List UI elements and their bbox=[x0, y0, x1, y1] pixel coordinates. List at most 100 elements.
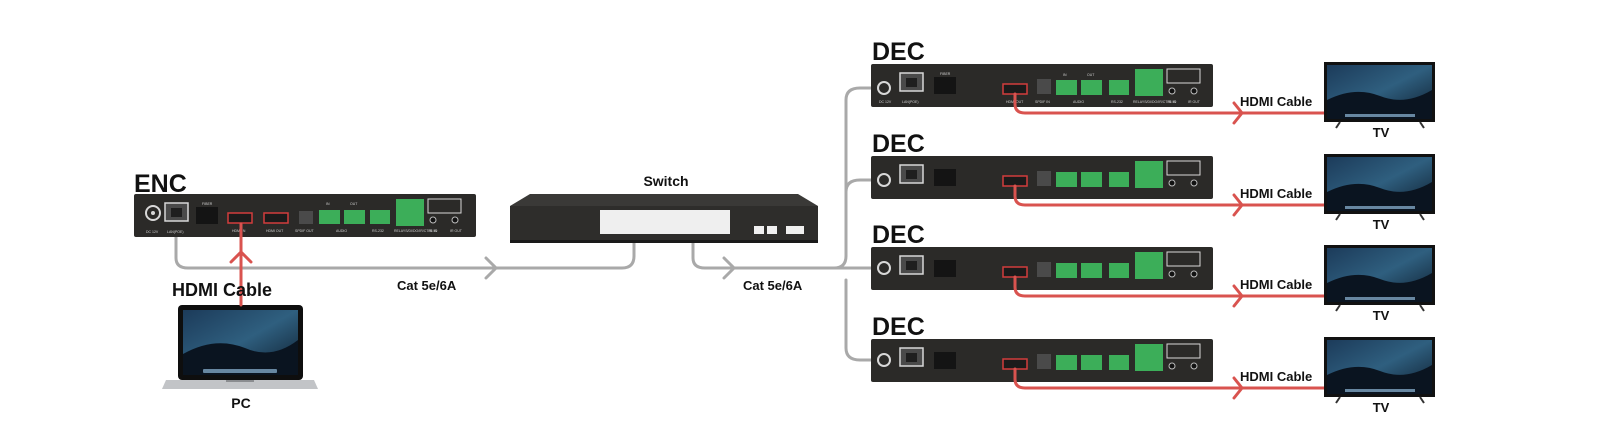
switch-title: Switch bbox=[643, 173, 688, 189]
decoder-spdif-port bbox=[1037, 354, 1051, 369]
pc-laptop bbox=[162, 305, 318, 389]
decoder-title: DEC bbox=[872, 313, 925, 341]
encoder-audio-out-terminal bbox=[344, 210, 365, 224]
decoder-hdmi-cable bbox=[1013, 92, 1328, 125]
decoder-hdmi-cable-arrow bbox=[1232, 284, 1244, 308]
decoder-hdmi-cable-label: HDMI Cable bbox=[1240, 186, 1312, 201]
decoder-rs232-terminal bbox=[1109, 355, 1129, 370]
decoder-spdif-port bbox=[1037, 262, 1051, 277]
dec-bus bbox=[832, 86, 886, 362]
decoder-rs232-terminal bbox=[1109, 263, 1129, 278]
encoder-spdif-port bbox=[299, 211, 313, 224]
tv-label: TV bbox=[1373, 217, 1390, 232]
tv-label: TV bbox=[1373, 125, 1390, 140]
decoder-port-label-ir-out: IR OUT bbox=[1188, 100, 1201, 104]
switch-port-bank bbox=[600, 210, 730, 234]
network-switch bbox=[510, 194, 818, 243]
cable-label-right: Cat 5e/6A bbox=[743, 278, 803, 293]
decoder-fiber-port bbox=[934, 260, 956, 277]
switch-uplink-port-1 bbox=[754, 226, 764, 234]
encoder-port-label-spdif: SPDIF OUT bbox=[295, 229, 315, 233]
pc-hdmi-cable bbox=[229, 222, 253, 307]
decoder-io-block bbox=[1166, 343, 1201, 359]
decoder-hdmi-cable-arrow bbox=[1232, 193, 1244, 217]
encoder-port-label-hdmi-out: HDMI OUT bbox=[266, 229, 284, 233]
encoder-port-label-dc: DC 12V bbox=[146, 230, 159, 234]
decoder-port-label-relay: RELAYS/DI/DO/IR/CTRL IO bbox=[1133, 100, 1177, 104]
decoder-hdmi-cable-arrow bbox=[1232, 376, 1244, 400]
enc-to-switch-cable bbox=[174, 220, 636, 270]
decoder-rs232-terminal bbox=[1109, 172, 1129, 187]
encoder-title: ENC bbox=[134, 170, 187, 198]
decoder-audio-out-label: OUT bbox=[1087, 73, 1095, 77]
encoder-relay-terminal bbox=[396, 199, 424, 226]
decoder-fiber-port bbox=[934, 77, 956, 94]
decoder-relay-terminal bbox=[1135, 69, 1163, 96]
decoder-port-label-audio: AUDIO bbox=[1073, 100, 1084, 104]
decoder-relay-terminal bbox=[1135, 252, 1163, 279]
tv-label: TV bbox=[1373, 308, 1390, 323]
cable-label-left: Cat 5e/6A bbox=[397, 278, 457, 293]
decoder-hdmi-cable-label: HDMI Cable bbox=[1240, 94, 1312, 109]
decoder-device bbox=[871, 339, 1213, 382]
decoder-port-label-spdif: SPDIF IN bbox=[1035, 100, 1050, 104]
tv-label: TV bbox=[1373, 400, 1390, 415]
enc-cable-arrow bbox=[484, 256, 499, 280]
encoder-port-label-lan: LAN(POE) bbox=[167, 230, 184, 234]
decoder-hdmi-cable bbox=[1013, 184, 1328, 217]
encoder-port-label-audio: AUDIO bbox=[336, 229, 347, 233]
decoder-port-label-fiber: FIBER bbox=[940, 72, 951, 76]
decoder-audio-in-terminal bbox=[1056, 355, 1077, 370]
encoder-port-label-rs232: RS-232 bbox=[372, 229, 384, 233]
decoder-audio-in-terminal bbox=[1056, 263, 1077, 278]
encoder-audio-in-terminal bbox=[319, 210, 340, 224]
decoder-hdmi-cable bbox=[1013, 275, 1328, 308]
laptop-base bbox=[162, 380, 318, 389]
decoder-port-label-rs232: RS-232 bbox=[1111, 100, 1123, 104]
decoder-io-block bbox=[1166, 160, 1201, 176]
decoder-rs232-terminal bbox=[1109, 80, 1129, 95]
decoder-relay-terminal bbox=[1135, 161, 1163, 188]
encoder-io-block bbox=[427, 198, 462, 214]
decoder-hdmi-cable bbox=[1013, 367, 1328, 400]
encoder-port-label-ir-out: IR OUT bbox=[450, 229, 463, 233]
switch-uplink-port-3 bbox=[786, 226, 804, 234]
decoder-port-label-dc: DC 12V bbox=[879, 100, 892, 104]
decoder-audio-in-label: IN bbox=[1063, 73, 1067, 77]
encoder-audio-in-label: IN bbox=[326, 202, 330, 206]
decoder-audio-out-terminal bbox=[1081, 263, 1102, 278]
encoder-hdmi-out-port bbox=[263, 212, 289, 224]
decoder-spdif-port bbox=[1037, 79, 1051, 94]
decoder-io-block bbox=[1166, 251, 1201, 267]
decoder-audio-out-terminal bbox=[1081, 355, 1102, 370]
encoder-dc-jack bbox=[145, 205, 161, 221]
decoder-device bbox=[871, 247, 1213, 290]
switch-to-dec-cable bbox=[691, 220, 836, 270]
decoder-hdmi-cable-label: HDMI Cable bbox=[1240, 277, 1312, 292]
decoder-io-block bbox=[1166, 68, 1201, 84]
encoder-audio-out-label: OUT bbox=[350, 202, 358, 206]
decoder-lan-link bbox=[877, 81, 891, 95]
decoder-lan-link bbox=[877, 353, 891, 367]
pc-hdmi-cable-arrow bbox=[229, 249, 253, 264]
decoder-row-2: DEC HDMI Cable bbox=[871, 130, 1435, 232]
decoder-audio-out-terminal bbox=[1081, 172, 1102, 187]
decoder-row-3: DEC HDMI Cable bbox=[871, 221, 1435, 323]
encoder-fiber-port bbox=[196, 207, 218, 224]
decoder-spdif-port bbox=[1037, 171, 1051, 186]
decoder-title: DEC bbox=[872, 221, 925, 249]
decoder-hdmi-cable-arrow bbox=[1232, 101, 1244, 125]
decoder-lan-link bbox=[877, 261, 891, 275]
switch-cable-arrow bbox=[722, 256, 737, 280]
decoder-row-1: DEC DC 12V LAN(POE) FIBER HDMI OUT SPDIF… bbox=[871, 38, 1435, 140]
decoder-lan-link bbox=[877, 173, 891, 187]
encoder-port-label-hdmi-in: HDMI IN bbox=[232, 229, 246, 233]
pc-label: PC bbox=[231, 395, 250, 411]
encoder-device: ENC DC 12V LAN(POE) FIBER HDMI IN HDMI O… bbox=[134, 170, 476, 237]
tv-display bbox=[1324, 245, 1435, 312]
switch-uplink-port-2 bbox=[767, 226, 777, 234]
decoder-relay-terminal bbox=[1135, 344, 1163, 371]
decoder-audio-out-terminal bbox=[1081, 80, 1102, 95]
pc-hdmi-cable-label: HDMI Cable bbox=[172, 280, 272, 300]
